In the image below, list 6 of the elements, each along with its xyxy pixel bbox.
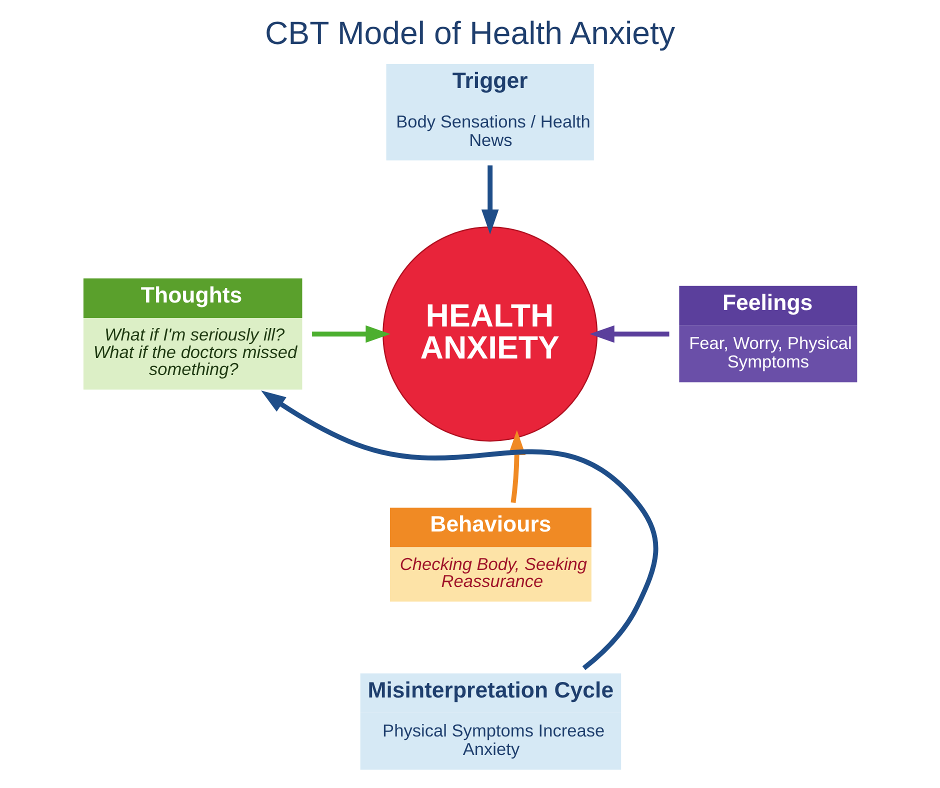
node-circle: HEALTH ANXIETY [382, 226, 598, 442]
arrow [261, 390, 658, 670]
arrow [481, 165, 499, 234]
arrow [312, 325, 390, 343]
arrow [590, 325, 670, 343]
diagram-title: CBT Model of Health Anxiety [264, 14, 676, 51]
